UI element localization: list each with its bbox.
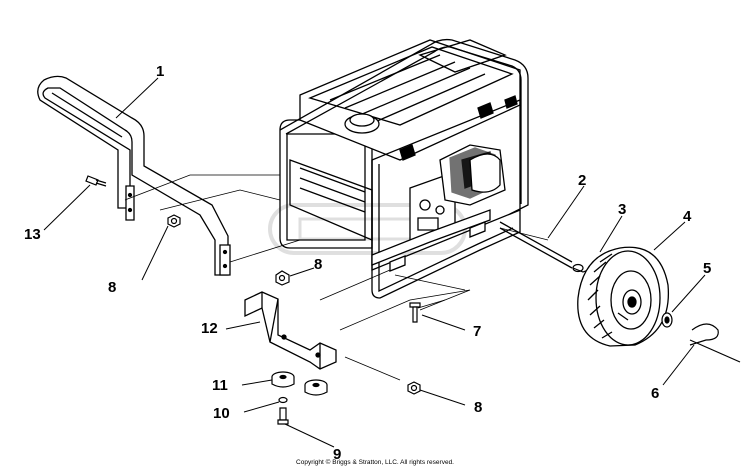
callout-6: 6 (651, 385, 659, 402)
nut-8-bracket (276, 271, 289, 285)
generator-assembly (280, 40, 528, 298)
callout-labels: 1 2 3 4 5 6 7 8 8 8 9 10 11 12 13 (24, 63, 711, 463)
bolt-9 (278, 408, 288, 424)
callout-11: 11 (212, 377, 228, 394)
callout-8-bracket: 8 (314, 256, 322, 273)
callout-2: 2 (578, 172, 586, 189)
callout-8-lower: 8 (474, 399, 482, 416)
washer-10 (279, 398, 287, 403)
leader-lines (43, 77, 706, 448)
callout-10: 10 (213, 405, 230, 422)
assembly-guide-lines (125, 175, 548, 380)
rubber-foot-11 (272, 372, 327, 395)
screw-13 (86, 176, 106, 186)
callout-3: 3 (618, 201, 626, 218)
axle-2 (500, 222, 572, 268)
wheel-4 (578, 247, 669, 346)
callout-1: 1 (156, 63, 164, 80)
callout-4: 4 (683, 208, 692, 225)
screw-7 (410, 303, 420, 322)
callout-9: 9 (333, 446, 341, 463)
callout-5: 5 (703, 260, 711, 277)
callout-12: 12 (201, 320, 218, 337)
mounting-bracket (245, 292, 336, 369)
hairpin-6 (690, 324, 740, 362)
callout-8-handle: 8 (108, 279, 116, 296)
callout-7: 7 (473, 323, 481, 340)
callout-13: 13 (24, 226, 41, 243)
handle (38, 76, 230, 275)
nut-8-handle (168, 215, 180, 227)
nut-8-lower (408, 382, 420, 394)
washer-5 (662, 313, 672, 327)
copyright-notice: Copyright © Briggs & Stratton, LLC. All … (296, 459, 454, 466)
